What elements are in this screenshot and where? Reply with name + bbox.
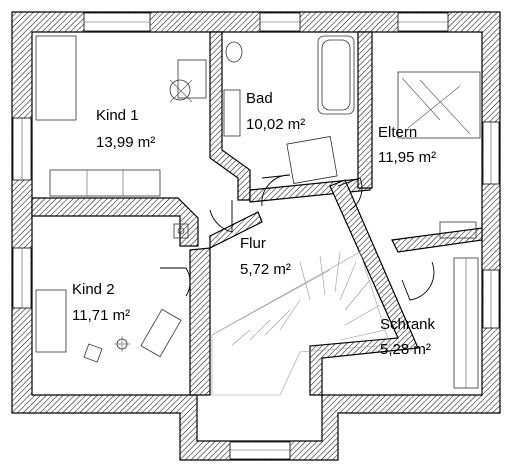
wall-eltern-schrank	[391, 227, 483, 253]
chair-kind1	[169, 79, 191, 101]
desk-kind2	[140, 308, 182, 358]
wall-flur-top	[209, 211, 263, 249]
wall-flur-left	[189, 247, 211, 396]
room-area-kind2: 11,71 m²	[72, 307, 130, 324]
door-bad	[261, 174, 291, 207]
room-name-kind2: Kind 2	[72, 281, 115, 298]
shaft-circle	[177, 227, 185, 235]
room-area-flur: 5,72 m²	[240, 261, 291, 278]
bed-kind1	[35, 35, 77, 121]
doors	[160, 174, 435, 301]
chair-eltern	[439, 221, 477, 239]
shower	[286, 136, 338, 184]
windows	[12, 12, 500, 460]
wall-bad-left	[209, 31, 251, 201]
room-name-kind1: Kind 1	[96, 107, 139, 124]
wall-kind1-kind2	[31, 197, 199, 247]
vanity	[223, 89, 241, 137]
staircase	[211, 251, 391, 396]
door-eltern	[337, 177, 363, 211]
furniture	[35, 35, 481, 389]
shaft	[173, 223, 189, 239]
room-area-kind1: 13,99 m²	[96, 134, 155, 151]
bathtub-inner	[321, 39, 351, 111]
room-area-eltern: 11,95 m²	[378, 149, 436, 166]
door-kind1	[209, 200, 233, 233]
walls	[11, 11, 501, 461]
stool-kind2	[83, 343, 103, 363]
outer-wall	[11, 11, 501, 461]
room-name-bad: Bad	[246, 90, 273, 107]
bed-kind2	[35, 289, 67, 353]
desk-kind1	[177, 59, 207, 99]
room-area-bad: 10,02 m²	[246, 116, 305, 133]
bathtub	[317, 35, 355, 115]
room-name-schrank: Schrank	[380, 316, 436, 333]
window-flur	[229, 441, 291, 460]
wall-bad-right	[357, 31, 373, 189]
room-area-schrank: 5,28 m²	[380, 341, 431, 358]
room-name-eltern: Eltern	[378, 124, 417, 141]
wardrobe-kind1	[49, 169, 161, 197]
wall-flur-diagonal	[309, 179, 419, 396]
bed-eltern	[397, 71, 481, 139]
room-labels: Kind 1 13,99 m² Bad 10,02 m² Eltern 11,9…	[72, 90, 436, 358]
toilet	[225, 41, 243, 63]
door-kind2	[160, 267, 191, 297]
room-name-flur: Flur	[240, 235, 266, 252]
door-schrank	[401, 261, 435, 301]
